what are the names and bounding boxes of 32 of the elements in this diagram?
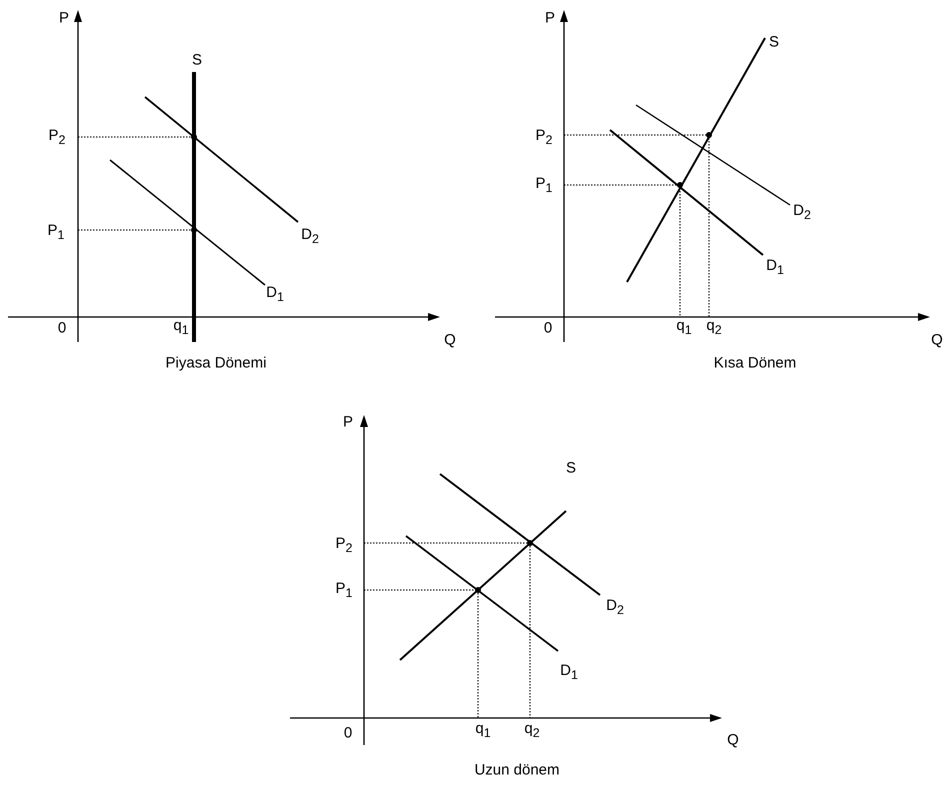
price-label: P$_{2}$: [48, 128, 66, 146]
curve-label: D$_{2}$: [301, 226, 319, 246]
price-label: P$_{1}$: [336, 580, 352, 600]
axis-label: P: [59, 10, 69, 26]
origin-label: 0: [58, 320, 66, 336]
curve-label: S: [566, 460, 576, 476]
curve-label: D$_{2}$: [606, 598, 624, 616]
curve-label: S: [769, 34, 779, 50]
curve-label: D$_{1}$: [560, 662, 578, 682]
chart-caption: Piyasa Dönemi: [166, 356, 266, 370]
quantity-label: q$_{2}$: [706, 318, 722, 336]
quantity-label: q$_{1}$: [475, 720, 491, 740]
quantity-label: q$_{1}$: [173, 318, 189, 336]
axis-label: Q: [727, 732, 739, 748]
origin-label: 0: [344, 726, 352, 740]
chart-caption: Uzun dönem: [474, 762, 560, 778]
axis-label: Q: [931, 332, 943, 348]
quantity-label: q$_{2}$: [524, 720, 540, 740]
curve-label: D$_{1}$: [266, 284, 284, 304]
origin-label: 0: [544, 320, 552, 336]
curve-label: D$_{1}$: [766, 258, 784, 276]
price-label: P$_{2}$: [536, 128, 552, 146]
curve-label: S: [192, 52, 202, 68]
chart-caption: Kısa Dönem: [714, 356, 796, 370]
axis-label: Q: [444, 332, 456, 348]
quantity-label: q$_{1}$: [676, 318, 692, 336]
axis-label: P: [343, 414, 353, 430]
price-label: P$_{1}$: [48, 222, 64, 242]
price-label: P$_{2}$: [336, 536, 352, 554]
curve-label: D$_{2}$: [793, 202, 811, 222]
axis-label: P: [545, 10, 555, 26]
price-label: P$_{1}$: [536, 176, 552, 194]
